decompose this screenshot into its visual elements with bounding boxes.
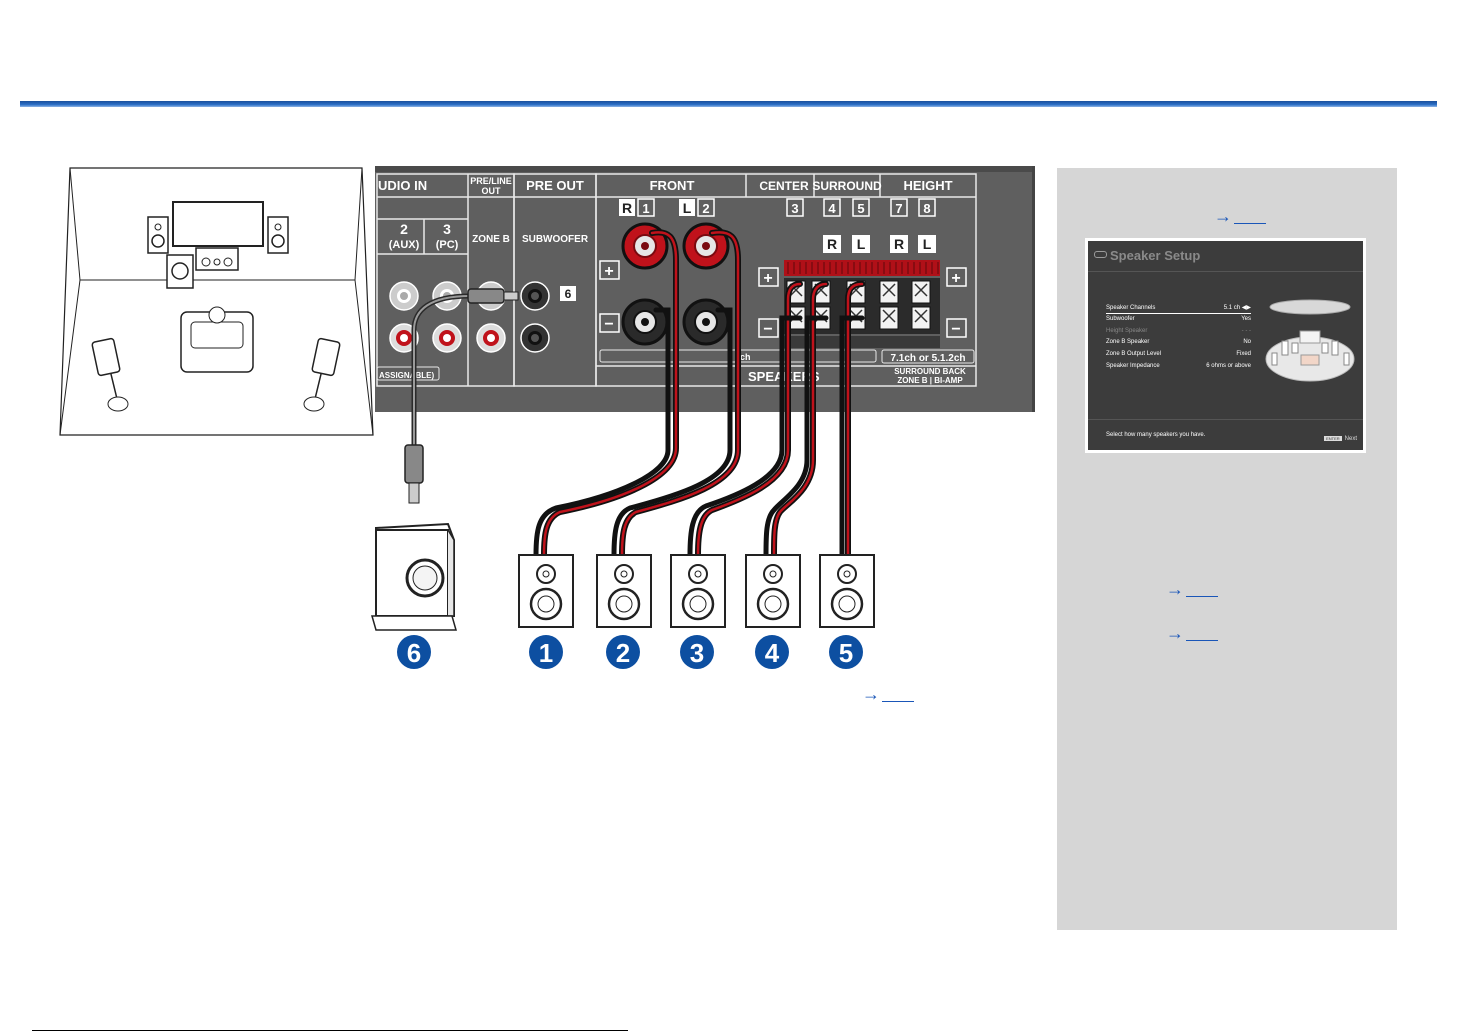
footer-rule (32, 1030, 628, 1031)
link-underline (1186, 596, 1218, 597)
svg-text:R: R (622, 200, 632, 216)
center-speaker-icon (195, 247, 239, 271)
svg-text:R: R (827, 236, 837, 252)
svg-text:1: 1 (642, 201, 649, 216)
front-label: FRONT (650, 178, 695, 193)
header-rule (20, 101, 1437, 107)
ch-strip-label: ch (740, 352, 751, 362)
svg-text:4: 4 (828, 201, 836, 216)
sofa-icon (180, 306, 254, 373)
front-right-speaker-icon (267, 216, 289, 254)
preline-out-label-2: OUT (482, 186, 502, 196)
svg-text:2: 2 (702, 201, 709, 216)
badge-2: 2 (616, 638, 630, 668)
badge-3: 3 (690, 638, 704, 668)
preline-out-label-1: PRE/LINE (470, 176, 512, 186)
svg-text:R: R (894, 236, 904, 252)
osd-title: Speaker Setup (1094, 248, 1200, 263)
front-l-marker: L 2 (679, 198, 715, 217)
svg-text:3: 3 (791, 201, 798, 216)
center-label: CENTER (759, 179, 809, 193)
polarity-markers (599, 260, 967, 338)
number-badges: 6 1 2 3 4 5 (397, 635, 863, 669)
ch-71-512-label: 7.1ch or 5.1.2ch (890, 353, 965, 364)
plus-sign: + (763, 270, 772, 287)
input-2-number: 2 (400, 221, 408, 237)
osd-row-height-speaker: Height Speaker- - - (1106, 328, 1251, 334)
input-3-name: (PC) (436, 239, 459, 251)
zone-b-label: ZONE B (472, 234, 510, 245)
surround-back-label: SURROUND BACK (894, 367, 966, 376)
page-reference-link[interactable]: → (1214, 206, 1266, 227)
height-markers: 7 8 (890, 198, 936, 217)
surround-right-speaker-icon (303, 337, 341, 412)
tv-icon (172, 201, 264, 247)
connection-diagram: UDIO IN 2 (AUX) 3 (PC) ASSIGNABLE) PRE/L… (59, 166, 1035, 669)
pre-out-label: PRE OUT (526, 178, 584, 193)
surround-label: SURROUND (812, 179, 882, 193)
subwoofer-icon (371, 522, 457, 631)
minus-sign: − (763, 321, 772, 338)
input-3-number: 3 (443, 221, 451, 237)
svg-text:8: 8 (923, 201, 930, 216)
room-layout (59, 167, 374, 436)
front-r-marker: R 1 (619, 198, 655, 217)
subwoofer-terminal-number: 6 (565, 287, 572, 301)
arrow-right-icon: → (1166, 579, 1184, 599)
return-key-icon (1094, 251, 1107, 258)
plus-sign: + (604, 263, 613, 280)
zone-b-biamp-label: ZONE B | BI-AMP (897, 376, 963, 385)
height-label: HEIGHT (903, 178, 952, 193)
subwoofer-label: SUBWOOFER (522, 234, 589, 245)
page-reference-link[interactable]: → (1166, 579, 1218, 600)
surround-markers: 4 5 (823, 198, 870, 217)
speaker-icon (518, 554, 875, 628)
assignable-label: ASSIGNABLE) (379, 371, 434, 380)
page-reference-link[interactable]: → (1166, 623, 1218, 644)
badge-5: 5 (839, 638, 853, 668)
svg-text:5: 5 (857, 201, 864, 216)
link-underline (1186, 640, 1218, 641)
subwoofer-small-icon (166, 254, 194, 289)
arrow-right-icon: → (862, 684, 880, 704)
svg-text:L: L (923, 236, 932, 252)
svg-text:L: L (857, 236, 866, 252)
speaker-wires (411, 229, 865, 558)
link-underline (882, 701, 914, 702)
input-2-name: (AUX) (389, 239, 420, 251)
audio-in-label: UDIO IN (378, 178, 427, 193)
badge-1: 1 (539, 638, 553, 668)
front-left-speaker-icon (147, 216, 169, 254)
badge-6: 6 (407, 638, 421, 668)
badge-4: 4 (765, 638, 780, 668)
arrow-right-icon: → (1214, 206, 1232, 226)
minus-sign: − (951, 321, 960, 338)
minus-sign: − (604, 316, 613, 333)
svg-text:7: 7 (895, 201, 902, 216)
svg-text:L: L (683, 200, 692, 216)
link-underline (1234, 223, 1266, 224)
surround-left-speaker-icon (91, 337, 129, 412)
rl-markers: R L R L (823, 235, 936, 253)
rca-plug-icon (404, 288, 519, 504)
plus-sign: + (951, 270, 960, 287)
center-marker: 3 (786, 198, 804, 217)
enter-key-icon: ENTER (1324, 436, 1342, 441)
room-preview-icon (1265, 299, 1355, 382)
arrow-right-icon: → (1166, 623, 1184, 643)
page-reference-link[interactable]: → (862, 684, 914, 705)
osd-hint: Select how many speakers you have. (1106, 432, 1206, 438)
